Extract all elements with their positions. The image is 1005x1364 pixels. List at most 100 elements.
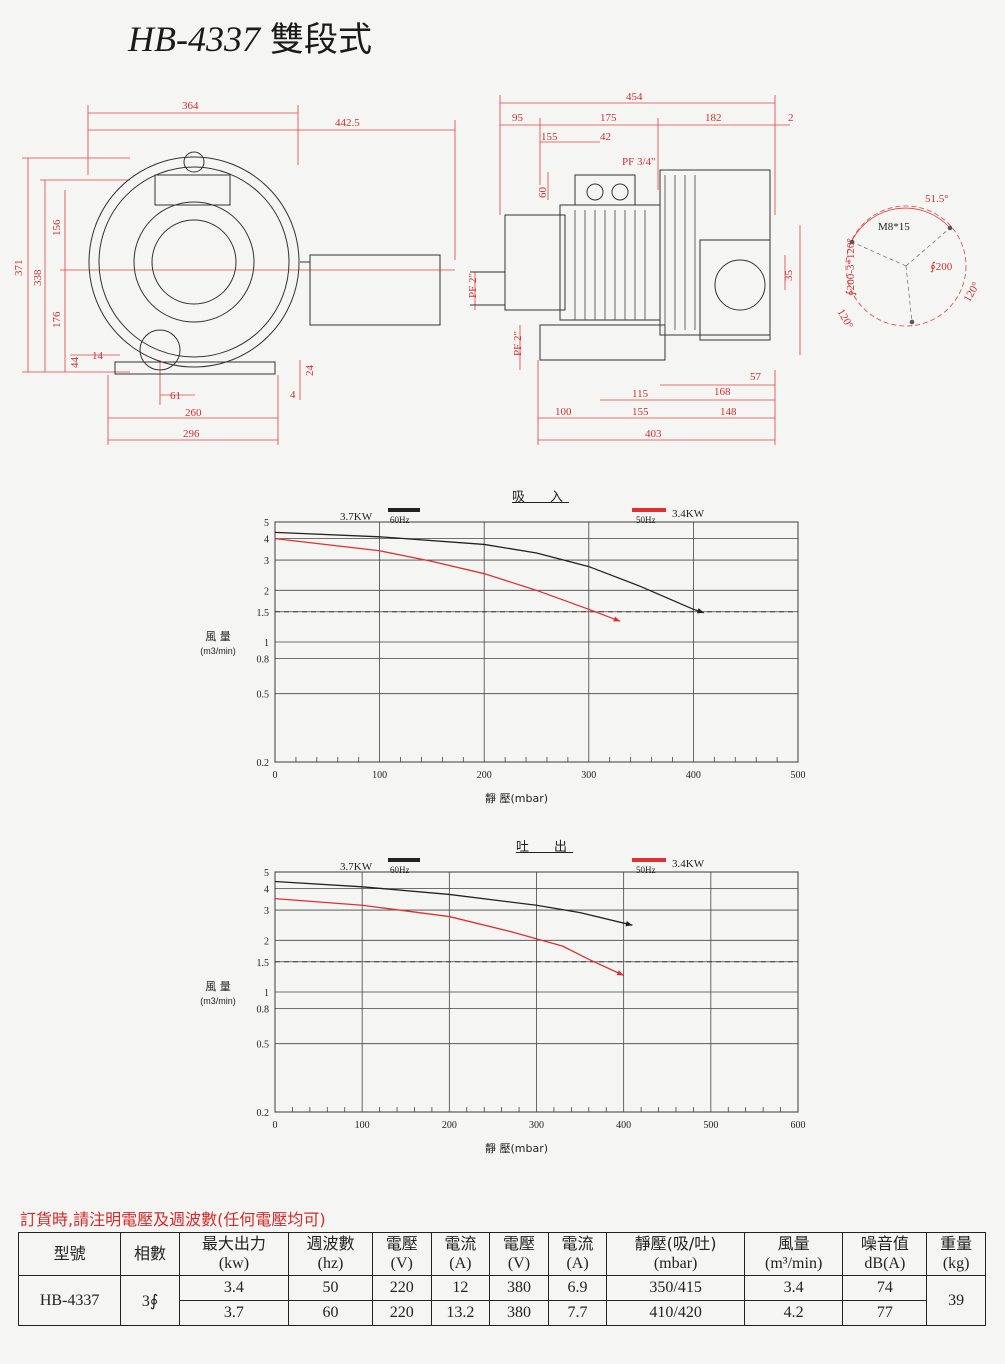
dim-100: 100 — [555, 406, 572, 418]
dim-442-5: 442.5 — [335, 117, 360, 129]
table-cell: 220 — [371, 1300, 432, 1326]
y-tick-label: 0.2 — [257, 758, 270, 769]
y-tick-label: 1 — [264, 638, 269, 649]
legend-power-50hz: 3.4KW — [672, 508, 705, 520]
table-cell: 3.7 — [178, 1300, 290, 1326]
table-cell: 3.4 — [178, 1275, 290, 1301]
flange-angle-right: 120° — [962, 280, 983, 304]
col-model: 型號 — [17, 1232, 122, 1276]
dim-155-top: 155 — [541, 131, 558, 143]
table-cell: 12 — [430, 1275, 491, 1301]
dim-2: 2 — [788, 112, 794, 124]
spec-table: 型號 相數 最大出力(kw) 週波數(hz) 電壓(V) 電流(A) 電壓(V)… — [17, 1232, 986, 1326]
table-cell: 7.7 — [547, 1300, 608, 1326]
col-current-1: 電流(A) — [430, 1232, 491, 1276]
y-tick-label: 0.5 — [257, 690, 270, 701]
legend-power-50hz: 3.4KW — [672, 858, 705, 870]
flange-bolt-label: M8*15 — [878, 221, 910, 233]
x-axis-label: 靜 壓(mbar) — [485, 1141, 548, 1155]
cell-weight: 39 — [926, 1275, 986, 1326]
chart-discharge-title: 吐 出 — [516, 840, 574, 855]
y-tick-label: 0.8 — [257, 655, 270, 666]
legend-tag-50hz: 50Hz — [636, 515, 656, 525]
table-cell: 3.4 — [743, 1275, 844, 1301]
col-weight: 重量(kg) — [926, 1232, 986, 1276]
table-row: 3.7 60 220 13.2 380 7.7 410/420 4.2 77 — [19, 1300, 986, 1326]
dim-95: 95 — [512, 112, 524, 124]
y-tick-label: 0.2 — [257, 1108, 270, 1119]
dim-148: 148 — [720, 406, 737, 418]
x-tick-label: 400 — [616, 1120, 631, 1131]
dim-260: 260 — [185, 407, 202, 419]
dim-35: 35 — [783, 270, 795, 282]
table-row: HB-4337 3∮ 3.4 50 220 12 380 6.9 350/415… — [17, 1275, 986, 1326]
dim-371: 371 — [13, 260, 25, 277]
table-cell: 77 — [842, 1300, 928, 1326]
table-header-row: 型號 相數 最大出力(kw) 週波數(hz) 電壓(V) 電流(A) 電壓(V)… — [17, 1232, 986, 1276]
col-freq: 週波數(hz) — [288, 1232, 373, 1276]
x-axis-label: 靜 壓(mbar) — [485, 791, 548, 805]
cell-phase: 3∮ — [120, 1275, 180, 1326]
legend-power-60hz: 3.7KW — [340, 861, 373, 873]
dim-pf2-a: PF 2" — [467, 273, 479, 298]
dim-338: 338 — [32, 269, 44, 286]
y-tick-label: 4 — [264, 535, 269, 546]
y-tick-label: 0.5 — [257, 1040, 270, 1051]
flange-angle-label: 51.5° — [925, 193, 949, 205]
table-cell: 350/415 — [606, 1275, 745, 1301]
legend-swatch-60hz — [388, 508, 420, 512]
dimension-drawing: 364 442.5 371 338 156 176 44 14 61 260 2… — [13, 91, 983, 445]
col-phase: 相數 — [120, 1232, 180, 1276]
dim-24: 24 — [304, 365, 316, 377]
dim-14: 14 — [92, 350, 104, 362]
col-power: 最大出力(kw) — [178, 1232, 290, 1276]
x-tick-label: 300 — [581, 770, 596, 781]
legend-tag-50hz: 50Hz — [636, 865, 656, 875]
dim-175: 175 — [600, 112, 617, 124]
x-tick-label: 200 — [477, 770, 492, 781]
table-cell: 60 — [288, 1300, 373, 1326]
x-tick-label: 400 — [686, 770, 701, 781]
y-axis-unit: (m3/min) — [200, 996, 236, 1006]
series-arrow-1 — [616, 970, 624, 976]
model-title: HB-4337 — [128, 19, 260, 59]
y-tick-label: 1.5 — [257, 608, 270, 619]
table-cell: 380 — [489, 1275, 549, 1301]
flange-angle-left: 120° — [835, 307, 856, 331]
dim-42: 42 — [600, 131, 611, 143]
cell-model: HB-4337 — [17, 1275, 122, 1326]
x-tick-label: 100 — [372, 770, 387, 781]
dim-61: 61 — [170, 390, 181, 402]
legend-swatch-50hz — [632, 508, 666, 512]
dim-454: 454 — [626, 91, 643, 103]
series-arrow-1 — [613, 616, 621, 622]
y-tick-label: 4 — [264, 885, 269, 896]
x-tick-label: 200 — [442, 1120, 457, 1131]
y-tick-label: 3 — [264, 556, 269, 567]
table-cell: 74 — [842, 1275, 928, 1301]
series-line-1 — [274, 537, 621, 622]
dim-364: 364 — [182, 100, 199, 112]
y-tick-label: 5 — [264, 868, 269, 879]
y-tick-label: 0.8 — [257, 1005, 270, 1016]
dim-155-bottom: 155 — [632, 406, 649, 418]
dim-pf34: PF 3/4" — [622, 156, 656, 168]
chart-suction-title: 吸 入 — [512, 490, 570, 505]
order-note: 訂貨時,請注明電壓及週波數(任何電壓均可) — [20, 1210, 326, 1229]
series-line-0 — [274, 531, 705, 614]
dim-pf2-b: PF 2" — [512, 331, 524, 356]
x-tick-label: 600 — [791, 1120, 806, 1131]
dim-60: 60 — [537, 187, 549, 199]
dim-156: 156 — [51, 219, 63, 236]
x-tick-label: 500 — [791, 770, 806, 781]
y-tick-label: 2 — [264, 586, 269, 597]
col-voltage-2: 電壓(V) — [489, 1232, 549, 1276]
x-tick-label: 300 — [529, 1120, 544, 1131]
y-axis-unit: (m3/min) — [200, 646, 236, 656]
table-cell: 410/420 — [606, 1300, 745, 1326]
legend-tag-60hz: 60Hz — [390, 865, 410, 875]
